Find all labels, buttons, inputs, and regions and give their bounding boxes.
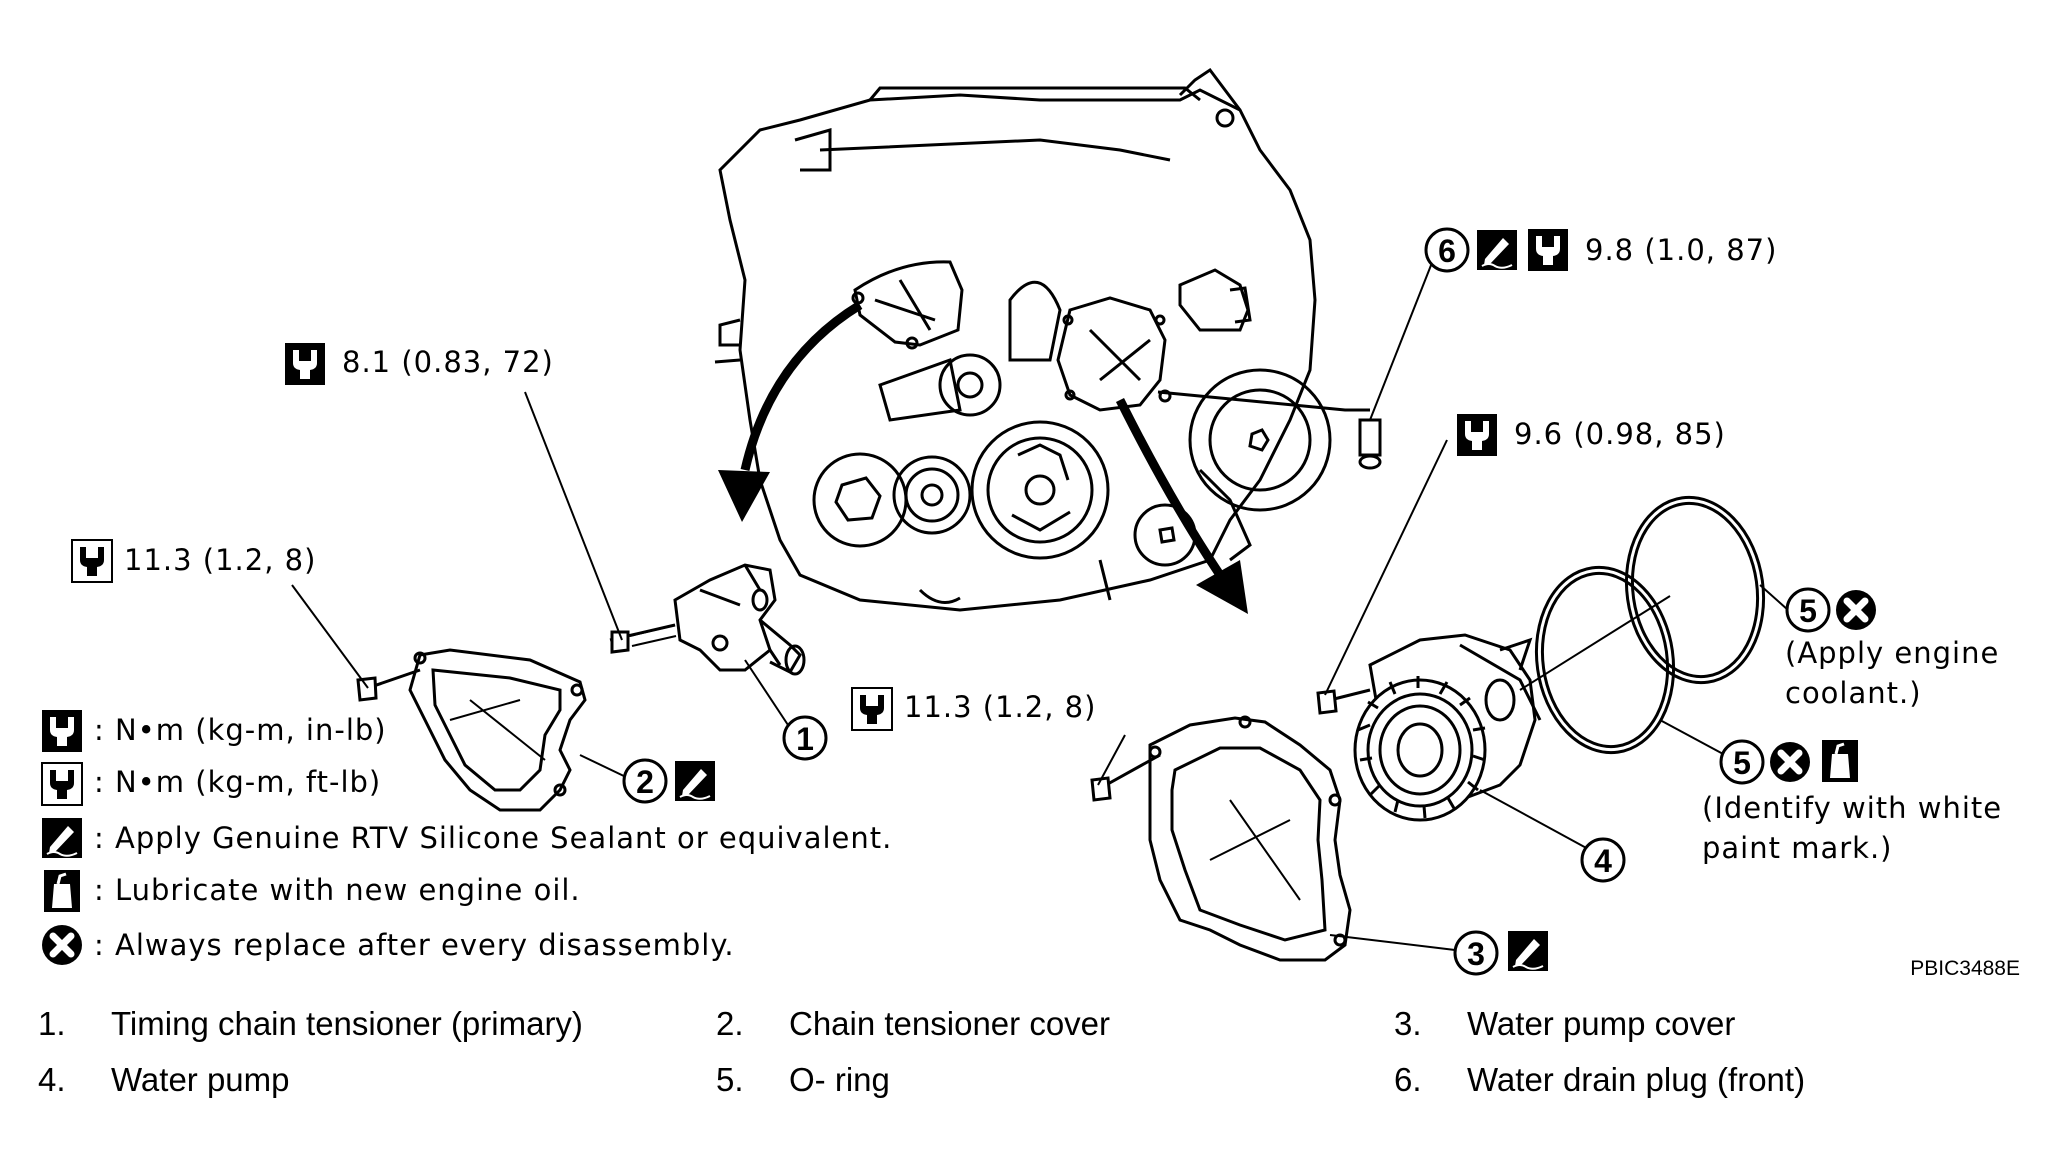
- legend-replace: : Always replace after every disassembly…: [42, 925, 735, 965]
- water-drain-plug: [1358, 418, 1382, 470]
- legend-torque-ft-lb: : N•m (kg-m, ft-lb): [41, 762, 381, 806]
- callout-6: 6: [1438, 233, 1456, 269]
- oil-can-icon: [1820, 738, 1860, 784]
- svg-text:1: 1: [796, 721, 814, 757]
- svg-text:4: 4: [1594, 843, 1612, 879]
- torque-label-tensioner-bolt: 8.1 (0.83, 72): [285, 343, 554, 385]
- legend-lubricate: : Lubricate with new engine oil.: [42, 868, 581, 914]
- note-line: (Identify with white: [1702, 791, 2002, 825]
- callout-4: 4: [1580, 837, 1626, 883]
- torque-value: 9.6 (0.98, 85): [1514, 417, 1726, 451]
- oil-can-icon: [42, 868, 82, 914]
- note-line: (Apply engine: [1785, 636, 1999, 670]
- torque-label-tensioner-cover-bolt: 11.3 (1.2, 8): [71, 539, 316, 583]
- removal-arrow-right: [1115, 397, 1248, 614]
- replace-icon: [1836, 590, 1876, 630]
- callout-5-outer: 5 (Apply engine coolant.): [1785, 589, 1999, 710]
- svg-text:: Apply Genuine RTV Silicone S: : Apply Genuine RTV Silicone Sealant or …: [94, 821, 892, 855]
- torque-label-drain-plug: 6 9.8 (1.0, 87): [1424, 227, 1777, 273]
- sealant-icon: [674, 760, 716, 802]
- torque-wrench-icon: [42, 710, 82, 752]
- chain-tensioner-cover: [356, 648, 587, 812]
- torque-value: 11.3 (1.2, 8): [124, 543, 316, 577]
- svg-text:5: 5: [1733, 745, 1751, 781]
- note-line: coolant.): [1785, 676, 1922, 710]
- svg-text:: Lubricate with new engine oi: : Lubricate with new engine oil.: [94, 873, 581, 907]
- leader-lines: [291, 249, 1789, 951]
- note-line: paint mark.): [1702, 831, 1892, 865]
- torque-value: 11.3 (1.2, 8): [904, 690, 1096, 724]
- torque-value: 9.8 (1.0, 87): [1585, 233, 1777, 267]
- pump-cover-on-engine: [1056, 296, 1370, 412]
- water-pump: [1316, 633, 1542, 822]
- legend-sealant: : Apply Genuine RTV Silicone Sealant or …: [41, 817, 892, 859]
- svg-text:: N•m (kg-m, ft-lb): : N•m (kg-m, ft-lb): [94, 765, 381, 799]
- sealant-icon: [41, 817, 83, 859]
- tensioner-cover-on-engine: [851, 260, 964, 350]
- torque-wrench-outline-icon: [41, 762, 83, 806]
- svg-text:2: 2: [636, 764, 654, 800]
- legend-torque-in-lb: : N•m (kg-m, in-lb): [42, 710, 387, 752]
- replace-icon: [42, 925, 82, 965]
- callout-5-inner: 5 (Identify with white paint mark.): [1702, 738, 2002, 865]
- svg-text:3: 3: [1467, 936, 1485, 972]
- torque-value: 8.1 (0.83, 72): [342, 345, 554, 379]
- svg-text:5: 5: [1799, 593, 1817, 629]
- o-ring-inner: [1534, 565, 1676, 755]
- water-pump-cover: [1090, 715, 1352, 962]
- timing-chain-tensioner: [609, 563, 806, 676]
- callout-1: 1: [782, 715, 828, 761]
- engine-block: [714, 67, 1332, 612]
- legend: : N•m (kg-m, in-lb) : N•m (kg-m, ft-lb) …: [41, 710, 892, 965]
- replace-icon: [1770, 742, 1810, 782]
- svg-text:: Always replace after every d: : Always replace after every disassembly…: [94, 928, 735, 962]
- torque-label-pump-bolt: 9.6 (0.98, 85): [1457, 414, 1726, 456]
- torque-label-pump-cover-bolt: 11.3 (1.2, 8): [851, 687, 1096, 731]
- callout-2: 2: [622, 758, 716, 804]
- o-ring-outer: [1624, 495, 1766, 685]
- removal-arrow-left: [718, 301, 863, 522]
- figure-code: PBIC3488E: [1910, 957, 2020, 980]
- sealant-icon: [1507, 930, 1549, 972]
- callout-3: 3: [1453, 930, 1549, 976]
- svg-text:: N•m (kg-m, in-lb): : N•m (kg-m, in-lb): [94, 713, 387, 747]
